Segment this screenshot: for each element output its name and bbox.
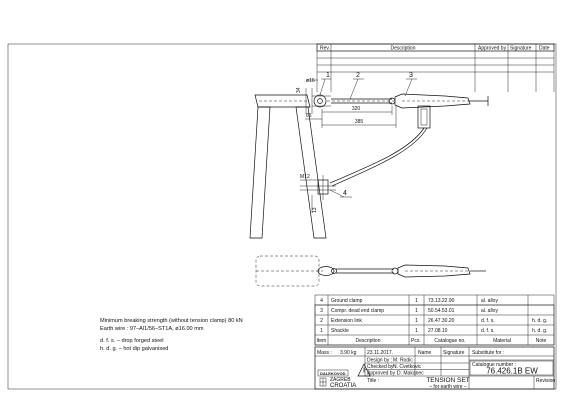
header-material: Material: [493, 338, 511, 344]
company-name: DALEKOVOD: [320, 371, 346, 376]
dim-13: 13: [312, 207, 318, 213]
callouts: 1 2 3 4: [319, 72, 417, 198]
mass-label: Mass :: [317, 350, 332, 356]
jumper-wire: [329, 127, 428, 187]
parts-list: [314, 294, 555, 346]
parts-cell-item: 2: [320, 318, 323, 324]
parts-cell-material: al. alloy: [481, 308, 498, 314]
parts-cell-pcs: 1: [415, 328, 418, 334]
signature-label: Signature: [443, 350, 465, 356]
callout-3: 3: [409, 72, 413, 79]
dim-34: 34: [296, 87, 302, 93]
catalogue-label: Catalogue number :: [472, 362, 516, 368]
approved-name: D. Makanec: [397, 370, 424, 376]
dim-65: 65: [306, 113, 312, 119]
dead-end-clamp: [394, 93, 489, 129]
substitute-label: Substitute for :: [472, 350, 504, 356]
drawing-date: 23.11.2017.: [367, 350, 393, 356]
parts-cell-description: Extension link: [331, 318, 362, 324]
sheet-frame: [7, 43, 557, 390]
header-pcs: Pcs.: [411, 338, 421, 344]
callout-1: 1: [326, 72, 330, 79]
top-view: [255, 255, 486, 287]
crossarm: [249, 94, 327, 239]
approved-label: Approved by :: [367, 370, 398, 376]
header-item: Item: [317, 338, 327, 344]
title-block: Mass : 3.90 kg 23.11.2017. Name Signatur…: [314, 346, 555, 390]
parts-cell-item: 3: [320, 308, 323, 314]
parts-cell-note: h. d. g.: [532, 328, 547, 334]
note-breaking-strength: Minimum breaking strength (without tensi…: [100, 318, 243, 324]
parts-rows: 4 Ground clamp 1 73.13.22.90 al. alloy 3 Compr…: [320, 298, 547, 334]
revision-table: Rev. Description Approved by Signature D…: [316, 43, 555, 92]
parts-cell-catalogue: 27.08.10: [428, 328, 448, 334]
callout-2: 2: [356, 72, 360, 79]
checked-name: N. Cvetkovic: [393, 364, 422, 370]
mass-value: 3.90 kg: [340, 350, 357, 356]
rev-signature-header: Signature: [510, 46, 532, 52]
parts-cell-pcs: 1: [415, 298, 418, 304]
parts-cell-item: 4: [320, 298, 323, 304]
company-logo: [317, 369, 349, 377]
parts-cell-description: Compr. dead end clamp: [331, 308, 384, 314]
rev-description-header: Description: [390, 46, 415, 52]
parts-cell-catalogue: 26.47.30.20: [428, 318, 455, 324]
rev-date-header: Date: [539, 46, 550, 52]
company-city: ZAGREB: [330, 377, 351, 383]
dimensions-upper: ø16 34 65 320 385 M12 13: [296, 78, 397, 213]
revision-label: Revision: [536, 378, 555, 384]
checked-label: Checked by :: [367, 364, 396, 370]
drawing-subtitle: – for earth wire –: [429, 384, 467, 390]
name-label: Name: [418, 350, 432, 356]
title-label: Title :: [367, 378, 379, 384]
extension-link: [327, 97, 396, 105]
drawing-title: TENSION SET: [426, 377, 469, 384]
warning-triangle-icon: [357, 363, 371, 377]
company-country: CROATIA: [330, 383, 356, 389]
design-label: Design by :: [367, 357, 392, 363]
parts-headers: Item Description Pcs. Catalogue no. Mate…: [317, 338, 547, 344]
rev-header: Rev.: [320, 46, 330, 52]
parts-cell-catalogue: 73.13.22.90: [428, 298, 455, 304]
parts-cell-pcs: 1: [415, 318, 418, 324]
note-hdg: h. d. g. – hot dip galvanised: [100, 345, 169, 352]
note-dfs: d. f. s. – drop forged steel: [100, 338, 164, 345]
dim-diameter-16: ø16: [306, 78, 315, 84]
parts-cell-pcs: 1: [415, 308, 418, 314]
note-earth-wire: Earth wire : 97–Al1/56–ST1A, ø16.00 mm: [100, 325, 204, 332]
catalogue-number: 76.426.1B EW: [486, 367, 538, 376]
parts-cell-catalogue: 50.54.53.01: [428, 308, 455, 314]
parts-cell-material: al. alloy: [481, 298, 498, 304]
parts-cell-item: 1: [320, 328, 323, 334]
parts-cell-description: Shackle: [331, 328, 349, 334]
parts-cell-note: h. d. g.: [532, 318, 547, 324]
header-description: Description: [355, 338, 380, 344]
parts-cell-material: d. f. s.: [481, 318, 495, 324]
parts-cell-material: d. f. s.: [481, 328, 495, 334]
dim-385: 385: [355, 119, 364, 125]
rev-approved-header: Approved by: [478, 46, 507, 52]
header-catalogue: Catalogue no.: [434, 338, 465, 344]
dim-320: 320: [352, 106, 361, 112]
dim-m12: M12: [300, 174, 310, 180]
callout-4: 4: [343, 190, 347, 197]
drawing-notes: Minimum breaking strength (without tensi…: [100, 318, 243, 353]
parts-cell-description: Ground clamp: [331, 298, 363, 304]
design-name: M. Rodic: [393, 357, 413, 363]
header-note: Note: [536, 338, 547, 344]
